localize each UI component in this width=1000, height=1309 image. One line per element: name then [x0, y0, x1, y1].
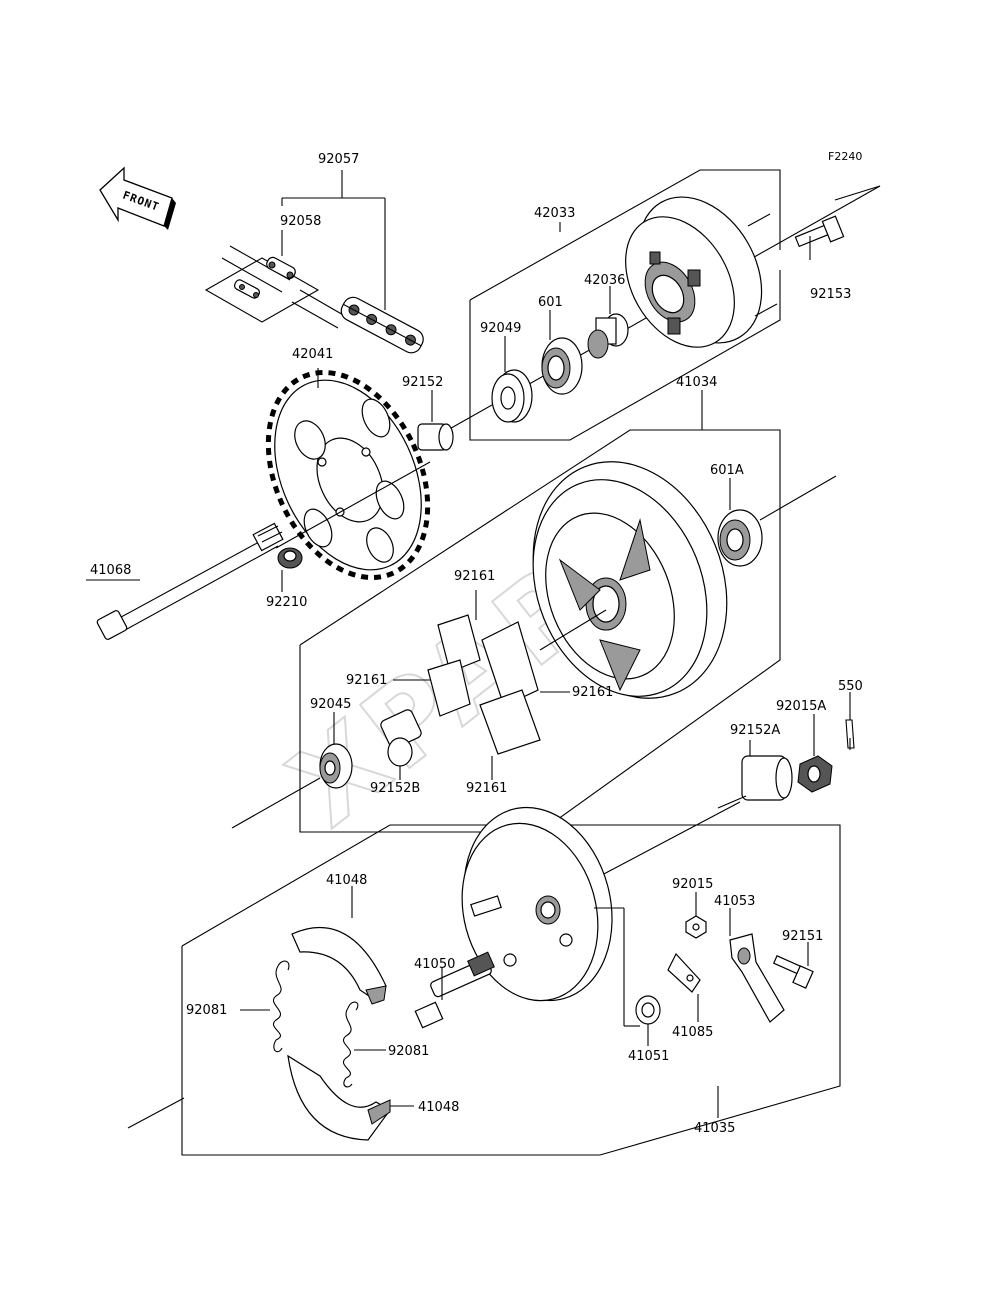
label-41085: 41085 [672, 1025, 713, 1040]
label-92015: 92015 [672, 877, 713, 892]
wear-indicator-41085 [667, 952, 701, 1022]
cam-lever-41053 [729, 908, 785, 1023]
label-41048-bottom: 41048 [418, 1100, 459, 1115]
label-41053: 41053 [714, 894, 755, 909]
sprocket-42041 [265, 368, 431, 581]
label-42041: 42041 [292, 347, 333, 362]
label-41034: 41034 [676, 375, 717, 390]
label-92058: 92058 [280, 214, 321, 229]
label-41051: 41051 [628, 1049, 669, 1064]
label-42036: 42036 [584, 273, 625, 288]
collar-92152a [717, 740, 793, 809]
brake-shoe-upper [291, 886, 387, 1005]
label-601a: 601A [710, 463, 744, 478]
cotter-pin-550 [845, 692, 855, 750]
label-92081-right: 92081 [388, 1044, 429, 1059]
reference-code: F2240 [828, 150, 862, 163]
label-41035: 41035 [694, 1121, 735, 1136]
label-92152b: 92152B [370, 781, 420, 796]
seal-92049 [491, 336, 533, 423]
label-92161-right: 92161 [572, 685, 613, 700]
label-92161-bottom: 92161 [466, 781, 507, 796]
label-601: 601 [538, 295, 563, 310]
label-92152: 92152 [402, 375, 443, 390]
nut-92015a [797, 714, 833, 793]
nut-92015 [685, 892, 707, 939]
label-92210: 92210 [266, 595, 307, 610]
front-arrow-icon: FRONT [99, 166, 176, 230]
brake-panel [461, 806, 640, 1027]
label-92153: 92153 [810, 287, 851, 302]
label-92057: 92057 [318, 152, 359, 167]
coupling-drum [625, 196, 778, 348]
bearing-601 [541, 310, 583, 395]
label-92161-top: 92161 [454, 569, 495, 584]
brake-group-frame [127, 801, 841, 1156]
spacer-42036 [587, 286, 629, 359]
label-92015a: 92015A [776, 699, 826, 714]
wheel-hub [532, 461, 728, 699]
brake-cam-41050 [414, 951, 495, 1029]
collar-92152b [380, 709, 422, 780]
chain-assembly [204, 170, 424, 354]
bearing-601a [717, 478, 763, 567]
label-92045: 92045 [310, 697, 351, 712]
washer-41051 [635, 995, 661, 1046]
label-92049: 92049 [480, 321, 521, 336]
hub-group-frame [231, 390, 837, 833]
axle-41068 [86, 461, 431, 640]
label-92151: 92151 [782, 929, 823, 944]
label-42033: 42033 [534, 206, 575, 221]
label-92161-left: 92161 [346, 673, 387, 688]
label-41050: 41050 [414, 957, 455, 972]
bolt-92153 [794, 215, 845, 260]
bearing-92045 [319, 712, 353, 789]
brake-shoe-lower [287, 1054, 414, 1141]
damper-rubbers [393, 590, 570, 780]
nut-92210 [277, 547, 303, 592]
label-550: 550 [838, 679, 863, 694]
bolt-92151 [772, 942, 814, 989]
label-92152a: 92152A [730, 723, 780, 738]
label-41068: 41068 [90, 563, 131, 578]
spring-left [240, 960, 290, 1053]
spring-right [343, 1001, 386, 1088]
label-92081-left: 92081 [186, 1003, 227, 1018]
label-41048-top: 41048 [326, 873, 367, 888]
collar-92152 [417, 390, 454, 451]
